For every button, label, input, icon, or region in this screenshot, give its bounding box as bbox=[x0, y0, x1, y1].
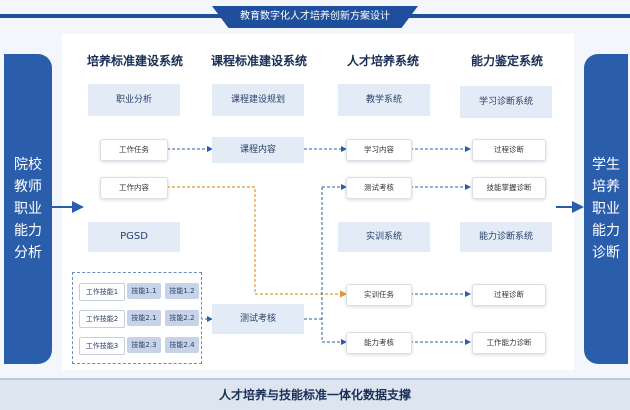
skill-1-2: 技能1.2 bbox=[165, 283, 199, 299]
left-panel: 院校教师职业能力分析 bbox=[4, 54, 52, 364]
skill-row-1: 工作技能1 bbox=[79, 283, 125, 301]
footer-banner: 人才培养与技能标准一体化数据支撑 bbox=[0, 378, 630, 410]
col-title-talent-training: 人才培养系统 bbox=[346, 54, 419, 68]
pgsd-box: PGSD bbox=[88, 222, 180, 252]
pill-exam: 测试考核 bbox=[346, 177, 412, 199]
skill-1-1: 技能1.1 bbox=[127, 283, 161, 299]
right-panel: 学生培养职业能力诊断 bbox=[584, 54, 628, 364]
course-content-box: 课程内容 bbox=[212, 137, 304, 163]
right-panel-label: 学生培养职业能力诊断 bbox=[592, 157, 620, 261]
skill-2-3: 技能2.3 bbox=[127, 337, 161, 353]
col-title-training-standard: 培养标准建设系统 bbox=[86, 54, 183, 68]
pill-training-task: 实训任务 bbox=[346, 284, 412, 306]
pill-skill-diagnosis: 技能掌握诊断 bbox=[472, 177, 546, 199]
test-exam-box: 测试考核 bbox=[212, 304, 304, 334]
link-content-training bbox=[167, 186, 348, 298]
skill-2-1: 技能2.1 bbox=[127, 310, 161, 326]
ability-diagnosis-system-box: 能力诊断系统 bbox=[460, 222, 552, 252]
pill-work-task: 工作任务 bbox=[100, 139, 168, 161]
skill-2-4: 技能2.4 bbox=[165, 337, 199, 353]
col-title-ability-assessment: 能力鉴定系统 bbox=[470, 54, 543, 68]
col-title-course-standard: 课程标准建设系统 bbox=[210, 54, 307, 68]
training-system-box: 实训系统 bbox=[338, 222, 430, 252]
pill-process-diagnosis-1: 过程诊断 bbox=[472, 139, 546, 161]
skill-row-3: 工作技能3 bbox=[79, 337, 125, 355]
col1-sub: 职业分析 bbox=[88, 84, 180, 116]
pill-work-ability-diagnosis: 工作能力诊断 bbox=[472, 332, 546, 354]
col2-sub: 课程建设规划 bbox=[212, 84, 304, 116]
skill-2-2: 技能2.2 bbox=[165, 310, 199, 326]
pill-process-diagnosis-2: 过程诊断 bbox=[472, 284, 546, 306]
col4-sub: 学习诊断系统 bbox=[460, 86, 552, 118]
skill-row-2: 工作技能2 bbox=[79, 310, 125, 328]
pill-learning-content: 学习内容 bbox=[346, 139, 412, 161]
pill-ability-exam: 能力考核 bbox=[346, 332, 412, 354]
header-title: 教育数字化人才培养创新方案设计 bbox=[212, 6, 418, 28]
col3-sub: 教学系统 bbox=[338, 84, 430, 116]
left-panel-label: 院校教师职业能力分析 bbox=[14, 157, 42, 261]
pill-work-content: 工作内容 bbox=[100, 177, 168, 199]
skills-grid: 工作技能1 技能1.1 技能1.2 工作技能2 技能2.1 技能2.2 工作技能… bbox=[72, 272, 202, 364]
